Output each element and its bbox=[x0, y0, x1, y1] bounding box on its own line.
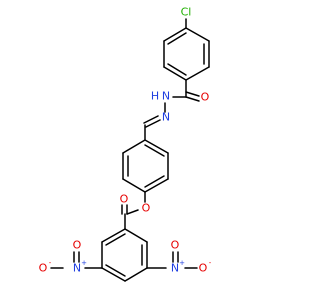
atom-right-nitro-top-oxygen: O bbox=[171, 239, 180, 252]
atom-label-layer: Cl O H N N O O N + O O - N + O O - bbox=[39, 6, 212, 275]
bond bbox=[122, 139, 146, 154]
atom-imine-nitrogen: N bbox=[162, 111, 170, 124]
bond bbox=[105, 264, 126, 277]
atom-amide-oxygen: O bbox=[201, 91, 210, 104]
bond bbox=[124, 267, 148, 282]
atom-amide-hydrogen: H bbox=[151, 90, 159, 103]
atom-chlorine: Cl bbox=[181, 6, 192, 19]
molecule-diagram: Cl O H N N O O N + O O - N + O O - bbox=[39, 6, 212, 282]
atom-ester-bridge-oxygen: O bbox=[142, 202, 151, 215]
bond bbox=[144, 175, 165, 188]
atom-left-nitro-side-oxygen: O bbox=[39, 262, 48, 275]
structure-svg: Cl O H N N O O N + O O - N + O O - bbox=[39, 6, 212, 282]
bond bbox=[167, 32, 187, 45]
bond bbox=[101, 228, 126, 243]
bond bbox=[163, 66, 187, 81]
bond bbox=[185, 96, 200, 102]
bond bbox=[105, 233, 126, 246]
bond bbox=[122, 178, 146, 193]
charge-left-nitro-nitrogen: + bbox=[81, 259, 87, 267]
bond bbox=[144, 144, 165, 157]
bond bbox=[144, 178, 169, 193]
bond bbox=[185, 91, 200, 97]
bond bbox=[126, 209, 139, 215]
bond-layer bbox=[50, 18, 210, 282]
charge-right-nitro-nitrogen: + bbox=[179, 259, 185, 267]
bond bbox=[124, 228, 148, 243]
bond bbox=[185, 66, 210, 81]
atom-left-nitro-top-oxygen: O bbox=[73, 239, 82, 252]
bond bbox=[167, 63, 187, 76]
charge-right-nitro-oxygen: - bbox=[209, 259, 212, 267]
atom-right-nitro-nitrogen: N bbox=[171, 262, 179, 275]
bond bbox=[101, 267, 126, 282]
charge-left-nitro-oxygen: - bbox=[49, 259, 52, 267]
bond bbox=[145, 119, 161, 128]
atom-right-nitro-side-oxygen: O bbox=[199, 262, 208, 275]
atom-amide-nitrogen: N bbox=[162, 90, 170, 103]
bond bbox=[185, 27, 210, 42]
atom-ester-carbonyl-oxygen: O bbox=[120, 193, 129, 206]
bond bbox=[163, 27, 187, 42]
bond bbox=[143, 115, 159, 124]
bond bbox=[144, 139, 169, 154]
atom-left-nitro-nitrogen: N bbox=[73, 262, 81, 275]
